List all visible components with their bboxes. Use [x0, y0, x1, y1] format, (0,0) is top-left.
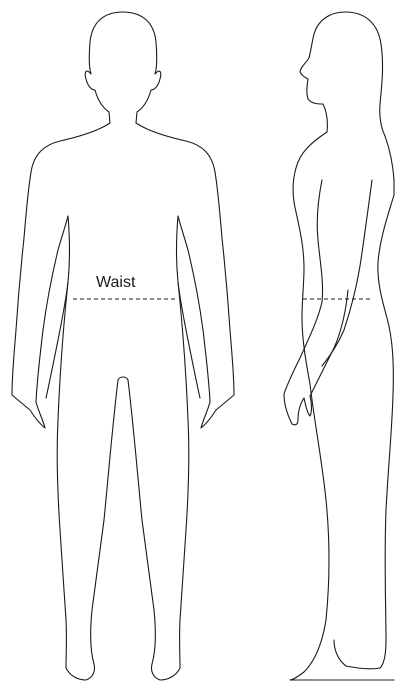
- front-body-figure: Waist: [12, 12, 234, 680]
- side-leg-front: [290, 384, 394, 680]
- front-leg-left: [57, 282, 118, 680]
- side-body-figure: [284, 12, 394, 680]
- front-leg-right: [128, 282, 189, 680]
- side-leg-back: [334, 395, 393, 669]
- side-arm-inner: [322, 180, 372, 366]
- front-head-outline: [85, 12, 123, 123]
- front-crotch: [118, 377, 128, 380]
- side-arm-outer: [284, 180, 348, 425]
- side-head-outline: [300, 12, 345, 132]
- side-torso-front: [293, 132, 327, 384]
- side-torso-back: [378, 136, 394, 395]
- waist-label: Waist: [96, 274, 136, 291]
- front-head-outline-right: [123, 12, 161, 123]
- side-back-of-head: [345, 12, 385, 136]
- front-torso-right: [136, 123, 234, 428]
